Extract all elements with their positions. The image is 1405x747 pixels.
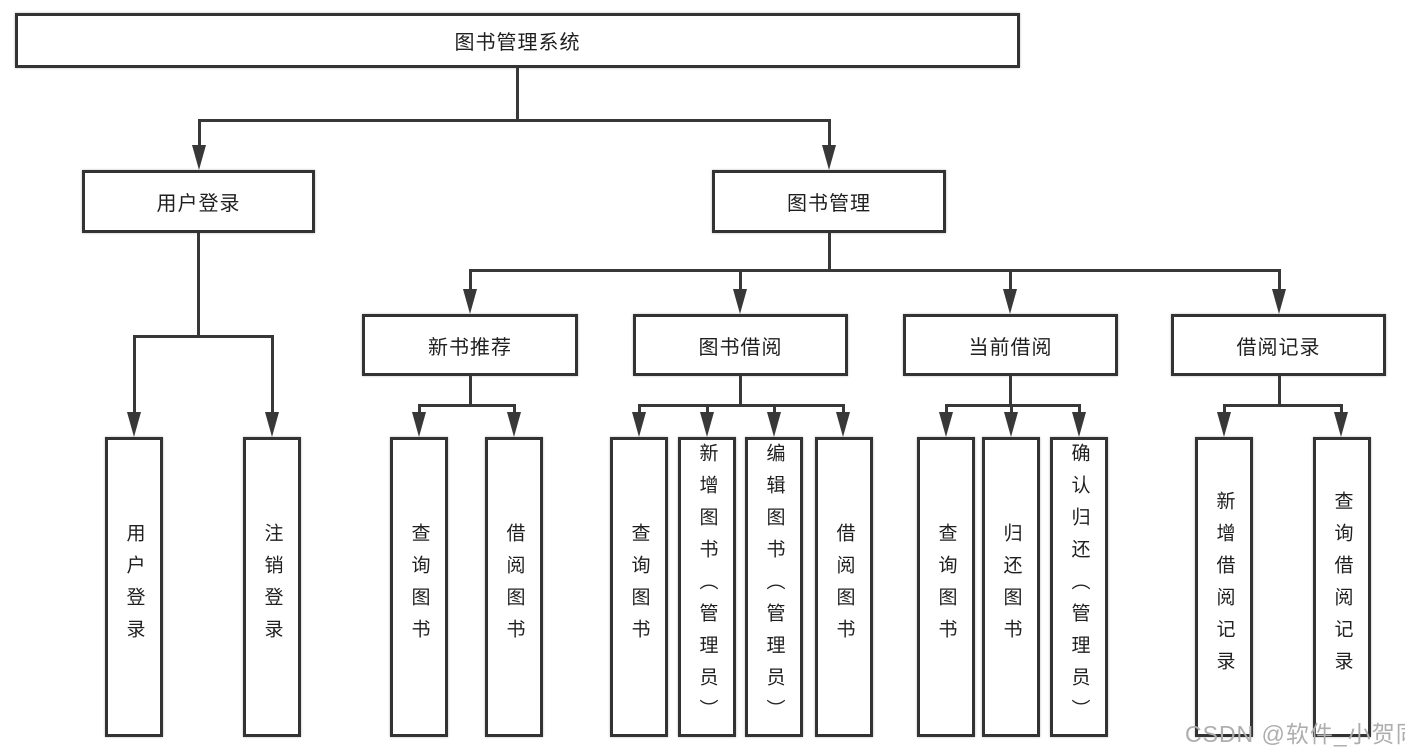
leaf-label: 新增图书（管理员） bbox=[696, 443, 718, 731]
node-label: 图书管理 bbox=[787, 193, 871, 215]
leaf-label: 用户登录 bbox=[123, 523, 145, 651]
arrow-down-icon bbox=[822, 145, 836, 170]
leaf-label: 注销登录 bbox=[261, 523, 283, 651]
leaf-borrow-books-2: 借阅图书 bbox=[815, 437, 873, 737]
arrow-down-icon bbox=[412, 412, 426, 437]
leaf-logout: 注销登录 bbox=[243, 437, 301, 737]
connector-line bbox=[638, 404, 844, 407]
node-label: 新书推荐 bbox=[428, 336, 512, 359]
connector-line bbox=[198, 119, 831, 122]
arrow-down-icon bbox=[265, 412, 279, 437]
arrow-down-icon bbox=[1004, 412, 1018, 437]
leaf-label: 查询图书 bbox=[408, 523, 430, 651]
arrow-down-icon bbox=[700, 412, 714, 437]
node-label: 借阅记录 bbox=[1236, 336, 1321, 359]
arrow-down-icon bbox=[1003, 289, 1017, 314]
node-label: 图书管理系统 bbox=[454, 32, 581, 54]
connector-line bbox=[828, 233, 831, 271]
leaf-borrow-books-1: 借阅图书 bbox=[485, 437, 543, 737]
connector-line bbox=[1278, 269, 1281, 289]
connector-line bbox=[133, 335, 274, 338]
connector-line bbox=[418, 404, 421, 413]
leaf-user-login: 用户登录 bbox=[105, 437, 163, 737]
leaf-query-books-2: 查询图书 bbox=[610, 437, 668, 737]
leaf-label: 确认归还（管理员） bbox=[1068, 443, 1090, 731]
leaf-edit-books-admin: 编辑图书（管理员） bbox=[745, 437, 803, 737]
arrow-down-icon bbox=[507, 412, 521, 437]
node-book-borrow: 图书借阅 bbox=[633, 314, 848, 376]
connector-line bbox=[739, 269, 742, 289]
node-user-login: 用户登录 bbox=[82, 170, 315, 233]
connector-line bbox=[133, 335, 136, 413]
leaf-query-books-3: 查询图书 bbox=[917, 437, 975, 737]
arrow-down-icon bbox=[939, 412, 953, 437]
connector-line bbox=[516, 68, 519, 121]
arrow-down-icon bbox=[127, 412, 141, 437]
connector-line bbox=[842, 404, 845, 413]
connector-line bbox=[1009, 376, 1012, 407]
connector-line bbox=[706, 404, 709, 413]
connector-line bbox=[197, 233, 200, 337]
connector-line bbox=[1009, 269, 1012, 289]
leaf-label: 查询图书 bbox=[935, 523, 957, 651]
leaf-label: 新增借阅记录 bbox=[1213, 491, 1235, 683]
node-label: 当前借阅 bbox=[968, 336, 1053, 359]
leaf-label: 查询图书 bbox=[628, 523, 650, 651]
leaf-return-books: 归还图书 bbox=[982, 437, 1040, 737]
arrow-down-icon bbox=[836, 412, 850, 437]
node-label: 用户登录 bbox=[156, 193, 241, 215]
arrow-down-icon bbox=[632, 412, 646, 437]
node-new-book-recommend: 新书推荐 bbox=[362, 314, 578, 376]
arrow-down-icon bbox=[1072, 412, 1086, 437]
leaf-label: 归还图书 bbox=[1000, 523, 1022, 651]
connector-line bbox=[945, 404, 948, 413]
node-library-system: 图书管理系统 bbox=[15, 13, 1020, 68]
arrow-down-icon bbox=[1272, 289, 1286, 314]
connector-line bbox=[271, 335, 274, 413]
leaf-query-borrow-record: 查询借阅记录 bbox=[1313, 437, 1371, 737]
leaf-label: 借阅图书 bbox=[833, 523, 855, 651]
connector-line bbox=[469, 269, 472, 289]
csdn-watermark: CSDN @软件_小贺同学 bbox=[1185, 721, 1405, 747]
connector-line bbox=[469, 376, 472, 407]
connector-line bbox=[1223, 404, 1226, 413]
connector-line bbox=[828, 119, 831, 146]
connector-line bbox=[469, 269, 1281, 272]
connector-line bbox=[1340, 404, 1343, 413]
leaf-add-borrow-record: 新增借阅记录 bbox=[1195, 437, 1253, 737]
connector-line bbox=[1078, 404, 1081, 413]
connector-line bbox=[418, 404, 516, 407]
node-label: 图书借阅 bbox=[698, 336, 783, 359]
connector-line bbox=[1223, 404, 1343, 407]
arrow-down-icon bbox=[1334, 412, 1348, 437]
node-book-management: 图书管理 bbox=[712, 170, 946, 233]
node-borrow-records: 借阅记录 bbox=[1171, 314, 1386, 376]
leaf-label: 借阅图书 bbox=[503, 523, 525, 651]
connector-line bbox=[198, 119, 201, 146]
connector-line bbox=[1010, 404, 1013, 413]
leaf-label: 编辑图书（管理员） bbox=[763, 443, 785, 731]
node-current-borrow: 当前借阅 bbox=[903, 314, 1118, 376]
arrow-down-icon bbox=[733, 289, 747, 314]
arrow-down-icon bbox=[192, 145, 206, 170]
connector-line bbox=[739, 376, 742, 407]
leaf-query-books-1: 查询图书 bbox=[390, 437, 448, 737]
leaf-add-books-admin: 新增图书（管理员） bbox=[678, 437, 736, 737]
leaf-confirm-return-admin: 确认归还（管理员） bbox=[1050, 437, 1108, 737]
arrow-down-icon bbox=[1217, 412, 1231, 437]
arrow-down-icon bbox=[463, 289, 477, 314]
connector-line bbox=[1278, 376, 1281, 407]
connector-line bbox=[638, 404, 641, 413]
connector-line bbox=[773, 404, 776, 413]
connector-line bbox=[513, 404, 516, 413]
leaf-label: 查询借阅记录 bbox=[1331, 491, 1353, 683]
arrow-down-icon bbox=[767, 412, 781, 437]
